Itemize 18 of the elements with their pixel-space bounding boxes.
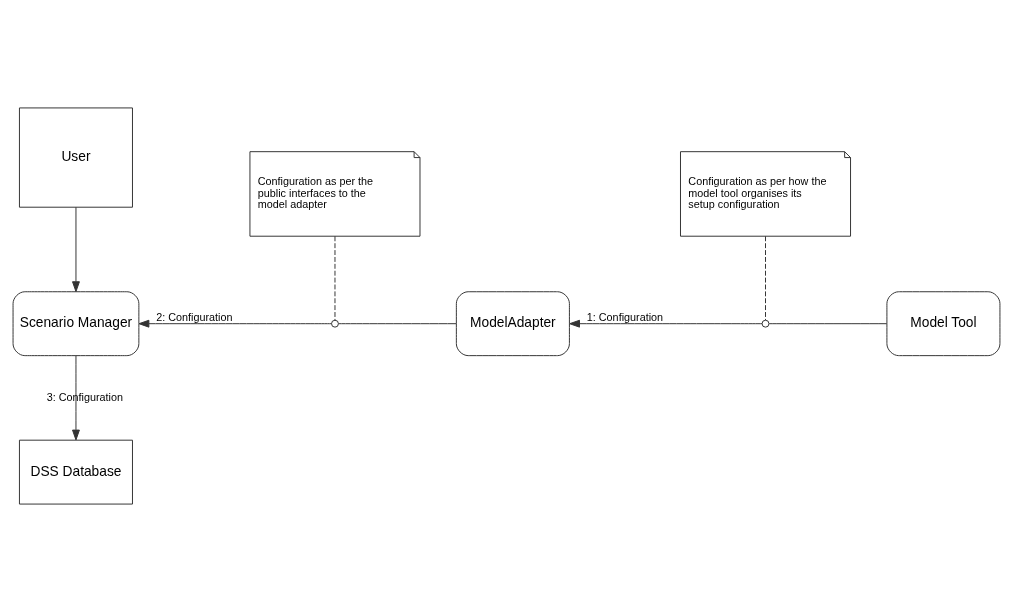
node-circle [761, 319, 770, 328]
connector [765, 235, 766, 321]
edge-label: 3: Configuration [46, 390, 123, 403]
connector [334, 235, 336, 321]
edge-label: 1: Configuration [586, 310, 664, 323]
node-box: Scenario Manager [12, 291, 140, 357]
node-circle [331, 319, 339, 328]
arrow [138, 319, 332, 328]
node-box: DSS Database [18, 439, 133, 505]
node-box: User [18, 107, 133, 208]
node-box: ModelAdapter [455, 291, 570, 357]
node-box: Model Tool [886, 291, 1001, 357]
connector [768, 323, 888, 325]
edge-label: 2: Configuration [156, 310, 233, 323]
connector [338, 323, 457, 325]
arrow [569, 319, 763, 328]
arrow [72, 355, 80, 441]
arrow [72, 206, 80, 293]
